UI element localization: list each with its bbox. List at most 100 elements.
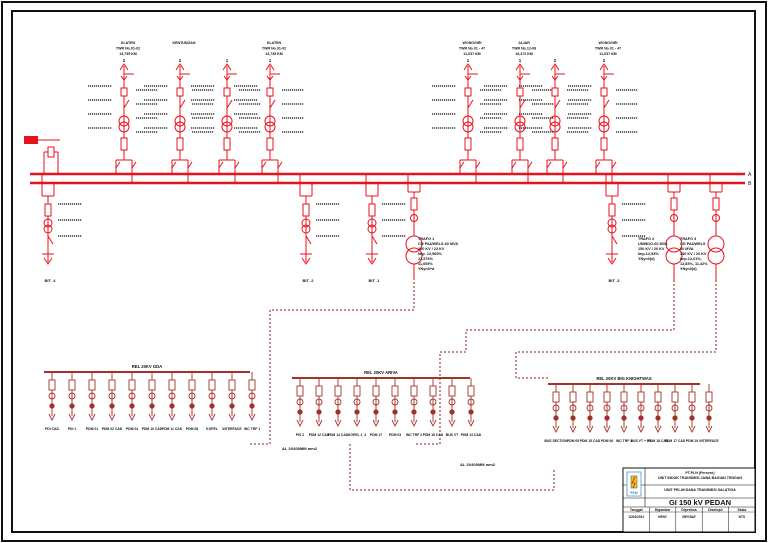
feeder-label: KOPEL 2_3: [348, 433, 366, 437]
line-bay-label: KLATEN: [121, 41, 136, 45]
line-bay-number: 2: [554, 58, 557, 63]
feeder-label: PDM 05: [567, 439, 579, 443]
transformer-label: Imp. 12,565%: [418, 252, 442, 256]
feeder-label: PDM 02 CAD: [102, 427, 123, 431]
coupler-label-box: [24, 136, 38, 144]
title-block-value: GIRI BAY: [682, 515, 697, 519]
line-bay-label: TWR No.01 - 47: [459, 47, 485, 51]
feeder-label: BUS SECTION: [544, 439, 568, 443]
feeder-label: PDI CAD: [45, 427, 59, 431]
line-bay-number: 2: [123, 58, 126, 63]
line-bay-label: TWR No.01-02: [262, 47, 286, 51]
line-bay-label: TWR No.01 - 47: [595, 47, 621, 51]
lv-bus-lv2: [292, 377, 475, 428]
line-bay-label: TWR No.12-08: [512, 47, 536, 51]
feeder: [705, 384, 713, 434]
line-bay-k1: [88, 63, 158, 183]
feeder-label: PDI 1: [68, 427, 77, 431]
bit-bay-label: BIT .2: [303, 278, 315, 283]
transformer-label: YNyn0(d): [638, 257, 655, 261]
title-org-3: UNIT PELAKSANA TRANSMISI SALATIGA: [664, 488, 736, 492]
cable-label-1: AL 3X400MM mm2: [282, 446, 318, 451]
line-bay-label: 13,735 KM: [265, 52, 283, 56]
cable-t2-lv2: [414, 280, 675, 445]
cables: [248, 278, 717, 491]
title-block-value: NTS: [739, 515, 745, 519]
line-bay-k2: [144, 63, 214, 183]
feeder: [603, 384, 611, 434]
transformer-label: 12,83%, 11,42%: [680, 262, 708, 266]
line-bay-label: KLATEN: [267, 41, 282, 45]
feeder-label: PDM 08: [186, 427, 198, 431]
feeder: [410, 378, 418, 428]
bus-coupler-left: [24, 139, 60, 174]
line-bay-label: WONOGIRI: [463, 41, 482, 45]
transformer-label: YNyn0(d): [680, 267, 697, 271]
feeder: [620, 384, 628, 434]
feeder-label: PDM 16 CAD: [423, 433, 444, 437]
transformer-label: 12,576%: [418, 257, 434, 261]
title-block-header: Skala: [737, 508, 746, 512]
line-bay-label: TWR No.01-02: [116, 47, 140, 51]
title-block: PLN PT.PLN (Persero) UNIT INDUK TRANSMIS…: [622, 467, 756, 533]
feeder: [228, 372, 236, 422]
line-bay-label: 11,037 KM: [463, 52, 480, 56]
bit-bay-label: BIT .3: [609, 278, 621, 283]
line-bay-number: 1: [269, 58, 272, 63]
feeder-label: PDM 04: [126, 427, 138, 431]
feeder-label: PIS 2: [296, 433, 304, 437]
transformer-label: YNyn0+d: [418, 267, 435, 271]
feeder: [48, 372, 56, 422]
line-bay-label: WONOGIRI: [599, 41, 618, 45]
cable-t3-lv3: [515, 280, 717, 379]
lv-bus-title: REL 20KV BIG KNIGHTWAS: [596, 376, 652, 381]
line-bay-label: 13,735 KM: [119, 52, 137, 56]
line-bay-j1: [484, 63, 554, 183]
inner-frame: [11, 10, 756, 533]
feeder: [315, 378, 323, 428]
feeder-label: INC TRF 2: [406, 433, 422, 437]
transformer-label: Imp.12,61%,: [680, 257, 702, 261]
feeder-label: PDM 17 CAD: [665, 439, 686, 443]
feeder-label: KOPEL: [206, 427, 218, 431]
feeder: [688, 384, 696, 434]
title-block-value: HENY: [658, 515, 668, 519]
transformer-label: CG PAUWELS-60 MVA: [418, 242, 458, 246]
line-bay-label: 18,472 KM: [515, 52, 533, 56]
feeder: [128, 372, 136, 422]
line-bay-w1: [432, 63, 502, 183]
feeder: [88, 372, 96, 422]
feeder-label: PDM 12 CAD: [309, 433, 330, 437]
feeder-label: PDM 19: [686, 439, 698, 443]
feeder-label: INC TRF 1: [244, 427, 260, 431]
feeder: [334, 378, 342, 428]
feeder-label: INC TRF 3: [616, 439, 632, 443]
line-bay-k4: [234, 63, 304, 183]
transformer-label: 11,605%: [418, 262, 433, 266]
line-bay-label: KENTUNGAN: [173, 41, 196, 45]
drawing-title: GI 150 kV PEDAN: [669, 498, 731, 507]
bit-bay-bit3: [605, 174, 646, 265]
lv-bus-lv1: [44, 371, 256, 422]
transformer-label: TRAFO 3: [680, 237, 696, 241]
line-bay-number: 1: [467, 58, 470, 63]
feeder: [68, 372, 76, 422]
transformer-label: 150 KV / 20 KV: [638, 247, 665, 251]
transformer-t1: [405, 174, 423, 280]
cable-label-2: AL 3X400MM mm2: [460, 462, 496, 467]
cable-t1-lv1: [248, 278, 415, 445]
transformer-label: 60 MVA: [680, 247, 694, 251]
feeder-label: PDM 15 CAD: [580, 439, 601, 443]
pln-logo-text: PLN: [631, 491, 638, 495]
lv-bus-title: REL 20KV GDA: [132, 364, 162, 369]
feeder: [391, 378, 399, 428]
feeder: [372, 378, 380, 428]
feeder-label: PDM 10 CAD: [142, 427, 163, 431]
feeder: [467, 378, 475, 428]
bit-bay-label: BIT .1: [369, 278, 381, 283]
transformer-label: TRAFO 2: [638, 237, 654, 241]
feeder: [448, 378, 456, 428]
feeder: [569, 384, 577, 434]
feeder-label: INTERFACE: [699, 439, 719, 443]
